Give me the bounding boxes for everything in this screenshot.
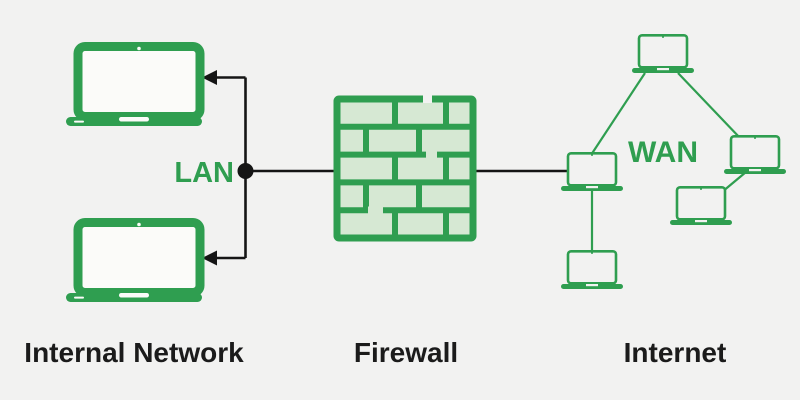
laptop-wan-right-icon	[722, 135, 788, 176]
laptop-wan-small-icon	[668, 186, 734, 227]
wan-link-right-small	[721, 171, 747, 193]
lan-label: LAN	[174, 157, 234, 189]
laptop-wan-left-icon	[559, 152, 625, 193]
lan-junction-dot	[237, 163, 254, 179]
internal-network-label: Internal Network	[24, 337, 244, 368]
firewall-label: Firewall	[354, 337, 458, 368]
firewall-brick-icon	[333, 94, 477, 242]
wan-label: WAN	[628, 136, 698, 169]
laptop-internal-bottom-icon	[66, 223, 202, 303]
laptop-wan-bottom-icon	[559, 250, 625, 291]
wan-link-top-right	[677, 72, 742, 140]
internet-label: Internet	[624, 337, 727, 368]
arrowhead-top-icon	[202, 70, 217, 85]
laptop-wan-top-icon	[630, 33, 696, 75]
laptop-internal-top-icon	[66, 47, 202, 127]
wan-connection-lines	[590, 72, 747, 252]
arrowhead-bottom-icon	[202, 250, 217, 266]
wan-link-top-left	[590, 72, 646, 156]
